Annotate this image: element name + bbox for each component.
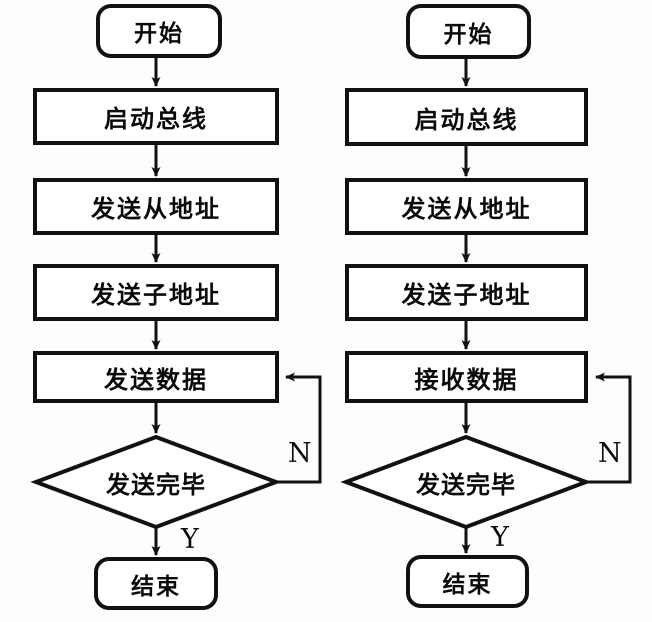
read-subadr-shape	[345, 264, 588, 321]
write-branch-no-label: N	[288, 438, 312, 469]
write-end-shape	[94, 557, 218, 610]
write-start-shape	[96, 4, 222, 58]
write-slaveadr-shape	[33, 178, 279, 235]
write-start-label: 开始	[134, 21, 184, 47]
read-bus-label: 启动总线	[414, 105, 519, 134]
read-flow-shapes	[340, 4, 592, 608]
read-start-label: 开始	[443, 21, 494, 48]
read-branch-no-label: N	[598, 438, 622, 469]
write-data-label: 发送数据	[104, 365, 208, 394]
write-subadr-label: 发送子地址	[91, 281, 221, 309]
write-bus-shape	[33, 88, 279, 145]
write-flow-connectors	[151, 56, 322, 556]
read-data-label: 接收数据	[414, 365, 519, 394]
read-slaveadr-label: 发送从地址	[401, 195, 532, 223]
read-branch-yes-label: Y	[491, 522, 509, 553]
read-end-label: 结束	[442, 571, 493, 598]
write-end-label: 结束	[131, 573, 181, 600]
write-slaveadr-label: 发送从地址	[91, 195, 221, 223]
read-bus-shape	[345, 88, 588, 146]
read-end-shape	[406, 555, 529, 608]
write-check-label: 发送完毕	[106, 470, 206, 499]
write-bus-label: 启动总线	[104, 105, 208, 133]
read-data-shape	[345, 351, 588, 403]
read-check-label: 发送完毕	[416, 470, 516, 499]
read-flow-connectors	[461, 57, 632, 554]
read-subadr-label: 发送子地址	[401, 281, 532, 309]
read-connector-no-loop	[586, 372, 632, 484]
read-start-shape	[406, 4, 531, 59]
write-subadr-shape	[33, 264, 279, 321]
write-branch-yes-label: Y	[181, 524, 199, 555]
write-connector-no-loop	[276, 372, 322, 484]
write-flow-shapes	[30, 4, 282, 610]
